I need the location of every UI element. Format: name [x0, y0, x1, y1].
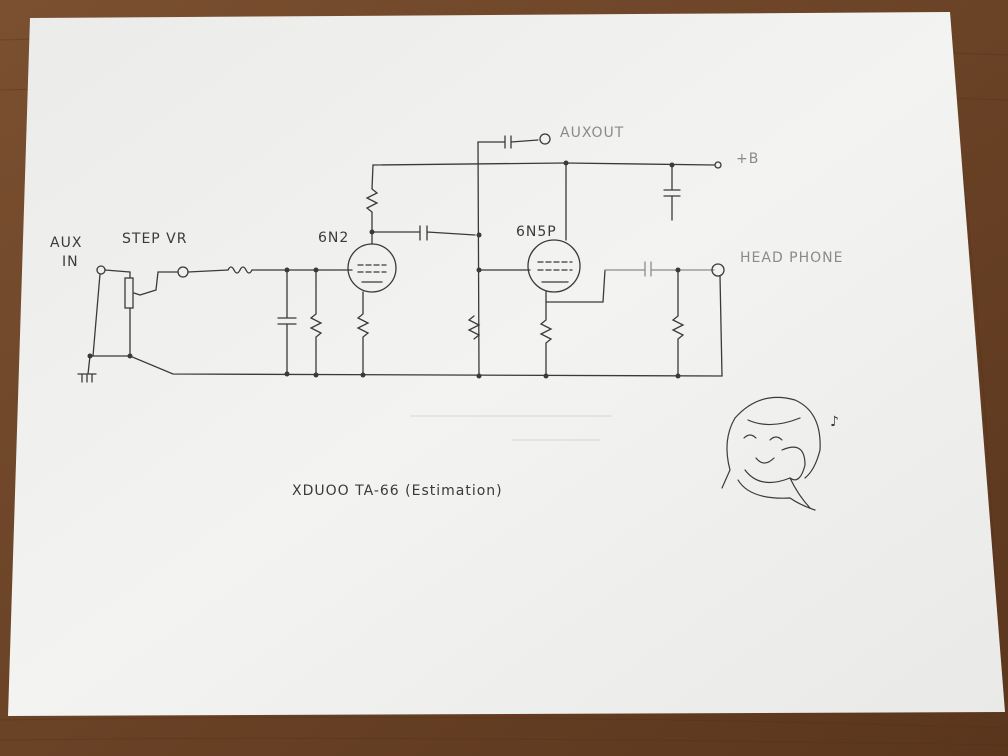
series-resistor: [227, 266, 253, 274]
step-vr-pot: [124, 277, 134, 309]
caption: XDUOO TA-66 (Estimation): [292, 483, 503, 499]
paper-sheet: [8, 12, 1005, 716]
headphone-jack: [711, 263, 725, 277]
plus-b-label: +B: [736, 151, 759, 167]
headphone-label: HEAD PHONE: [740, 250, 844, 266]
tube-6n2-label: 6N2: [318, 230, 349, 246]
step-vr-label: STEP VR: [122, 231, 187, 247]
tube-6n5p-label: 6N5P: [516, 224, 557, 240]
aux-out-jack: [539, 133, 551, 145]
ground-icon: [77, 355, 97, 383]
erased-marks: [410, 415, 612, 441]
tube-6n5p: [527, 239, 581, 293]
junction-dots: [87, 160, 681, 379]
plus-b-terminal: [714, 161, 722, 169]
girl-doodle: [721, 396, 821, 511]
musical-note-icon: ♪: [830, 414, 840, 430]
aux-in-label-line1: AUX: [50, 235, 82, 251]
aux-out-label: AUXOUT: [560, 125, 624, 141]
schematic: [77, 133, 725, 383]
aux-in-label-line2: IN: [62, 254, 79, 270]
